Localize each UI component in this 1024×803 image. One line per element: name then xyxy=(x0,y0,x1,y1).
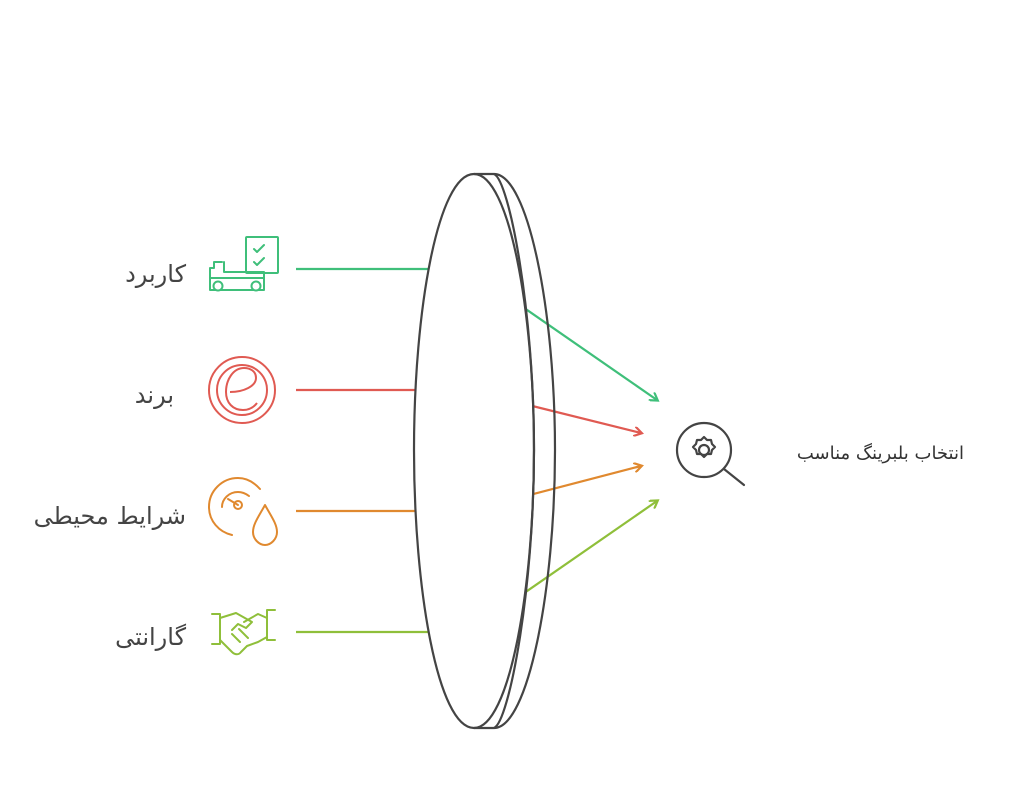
result-label: انتخاب بلبرینگ مناسب xyxy=(796,443,964,464)
brand-e-icon xyxy=(208,356,276,424)
magnifier-gear-icon xyxy=(675,421,746,487)
truck-checklist-icon xyxy=(209,236,279,292)
input-label-environment: شرایط محیطی xyxy=(33,502,186,530)
input-label-brand: برند xyxy=(134,381,174,409)
handshake-icon xyxy=(211,609,276,656)
input-label-warranty: گارانتی xyxy=(115,623,186,651)
lens-shape xyxy=(412,172,557,730)
input-label-usage: کاربرد xyxy=(125,260,186,288)
gauge-drop-icon xyxy=(208,477,278,546)
